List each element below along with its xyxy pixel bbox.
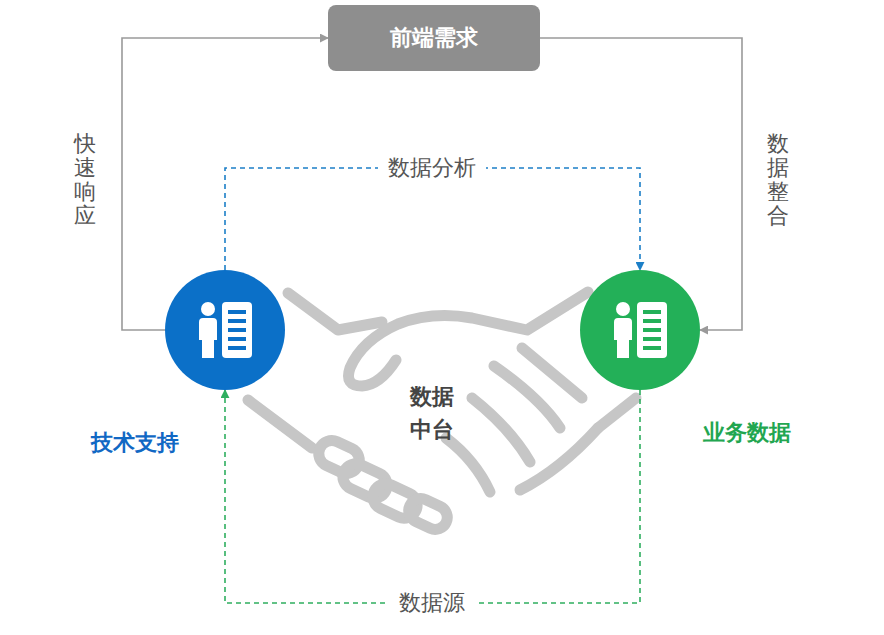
document-line	[228, 346, 246, 350]
document-icon	[637, 302, 667, 358]
person-body	[614, 318, 632, 358]
edge-label: 数据分析	[378, 153, 486, 183]
document-line	[228, 328, 246, 332]
document-line	[228, 310, 246, 314]
right-wrist	[520, 428, 598, 490]
document-line	[643, 346, 661, 350]
document-line	[643, 319, 661, 323]
document-line	[643, 328, 661, 332]
document-line	[228, 319, 246, 323]
role-circle: 业务数据	[580, 270, 700, 390]
flow-connector	[225, 168, 640, 270]
circle-shape	[580, 270, 700, 390]
box-text: 前端需求	[390, 23, 478, 53]
edge-label: 数据整合	[767, 132, 789, 229]
role-label: 技术支持	[91, 428, 179, 458]
document-line	[228, 337, 246, 341]
role-circle: 技术支持	[165, 270, 285, 390]
left-upper-arm	[288, 293, 382, 330]
handshake-strokes	[248, 292, 636, 533]
left-lower-arm	[248, 400, 312, 448]
circle-fill	[580, 270, 700, 390]
document-line	[643, 337, 661, 341]
center-label: 数据 中台	[410, 380, 454, 446]
right-lower-arm	[598, 398, 636, 428]
person-head	[616, 302, 630, 316]
right-finger-line	[494, 366, 560, 428]
circle-shape	[165, 270, 285, 390]
edge-label: 数据源	[389, 588, 475, 618]
role-label: 业务数据	[703, 418, 791, 448]
right-finger-line	[472, 398, 530, 462]
right-finger-line	[446, 438, 490, 492]
person-head	[201, 302, 215, 316]
person-body	[199, 318, 217, 358]
document-icon	[222, 302, 252, 358]
request-box: 前端需求	[328, 5, 540, 71]
document-line	[643, 310, 661, 314]
edge-label: 快速响应	[74, 132, 96, 229]
finger	[405, 495, 451, 534]
circle-fill	[165, 270, 285, 390]
